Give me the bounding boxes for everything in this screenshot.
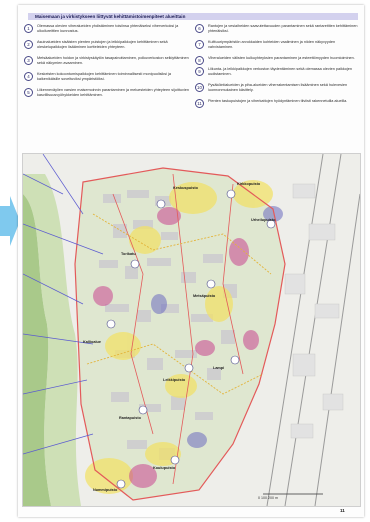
measure-text: Kulttuuriympäristön arvokkaiden kohteide… (208, 40, 336, 49)
measure-number: 1 (24, 24, 33, 33)
measures-column-left: 1 Olemassa olevien viheralueiden yhdistäm… (24, 24, 192, 104)
section-heading: Maisemaan ja virkistykseen liittyvät keh… (28, 13, 358, 20)
measure-number: 5 (24, 88, 33, 97)
map-label: Keskuspuisto (173, 186, 198, 190)
measure-number: 10 (195, 83, 204, 92)
section-heading-text: Maisemaan ja virkistykseen liittyvät keh… (35, 14, 186, 19)
measure-text: Viheralueiden välisten kulkuyhteyksien p… (208, 56, 355, 60)
measure-item: 7 Kulttuuriympäristön arvokkaiden kohteid… (195, 40, 360, 50)
measure-text: Pysäköintialueiden ja piha-alueiden vihe… (208, 83, 348, 92)
map-label: Leikkipuisto (163, 378, 186, 382)
measure-text: Liikenneväylien varsien maisemoinnin par… (37, 88, 189, 97)
measure-text: Asuinalueiden sisäisten pienten puistoje… (37, 40, 168, 49)
map-graphic (23, 154, 360, 506)
map-label: Kirkkopuisto (237, 182, 261, 186)
measure-number: 2 (24, 40, 33, 49)
measure-item: 5 Liikenneväylien varsien maisemoinnin pa… (24, 88, 192, 98)
map-label: Metsäpuisto (193, 294, 216, 298)
measure-item: 3 Metsäalueiden hoidon ja virkistyskäytön… (24, 56, 192, 66)
measure-number: 11 (195, 99, 204, 108)
page-pointer-arrow (0, 196, 20, 246)
page-number: 11 (340, 508, 345, 513)
measure-number: 3 (24, 56, 33, 65)
measures-column-right: 6 Rantojen ja vesiaiheiden saavutettavuud… (195, 24, 360, 110)
map-label: Nummipuisto (93, 488, 118, 492)
map-label: Torikatu (121, 252, 136, 256)
measure-text: Olemassa olevien viheralueiden yhdistämi… (37, 24, 179, 33)
map-label: Rantapuisto (119, 416, 141, 420)
map-label: Kallioalue (83, 340, 101, 344)
measure-item: 6 Rantojen ja vesiaiheiden saavutettavuud… (195, 24, 360, 34)
map-label: Koulupuisto (153, 466, 176, 470)
measure-item: 10 Pysäköintialueiden ja piha-alueiden vi… (195, 83, 360, 93)
measure-text: Liikunta- ja leikkipaikkojen verkoston t… (208, 67, 352, 76)
measure-item: 1 Olemassa olevien viheralueiden yhdistäm… (24, 24, 192, 34)
map-scale-text: 0 100 200 m (258, 496, 278, 500)
measure-item: 4 Keskeisten kokoontumispaikkojen kehittä… (24, 72, 192, 82)
map-label: Lampi (213, 366, 225, 370)
measure-item: 9 Liikunta- ja leikkipaikkojen verkoston … (195, 67, 360, 77)
measure-item: 11 Pienten taskupuistojen ja viherkattoje… (195, 99, 360, 108)
measure-text: Pienten taskupuistojen ja viherkattojen … (208, 99, 348, 103)
measure-number: 8 (195, 56, 204, 65)
measure-number: 6 (195, 24, 204, 33)
map-scale-bar: 0 100 200 m (258, 486, 304, 500)
measure-number: 4 (24, 72, 33, 81)
map-label: Urheilupuisto (251, 218, 276, 222)
measure-text: Metsäalueiden hoidon ja virkistyskäytön … (37, 56, 189, 65)
measure-number: 7 (195, 40, 204, 49)
area-map: Keskuspuisto Kirkkopuisto Urheilupuisto … (22, 153, 361, 507)
measure-text: Keskeisten kokoontumispaikkojen kehittäm… (37, 72, 172, 81)
measure-item: 8 Viheralueiden välisten kulkuyhteyksien … (195, 56, 360, 65)
measure-number: 9 (195, 67, 204, 76)
measure-text: Rantojen ja vesiaiheiden saavutettavuude… (208, 24, 358, 33)
measure-item: 2 Asuinalueiden sisäisten pienten puistoj… (24, 40, 192, 50)
